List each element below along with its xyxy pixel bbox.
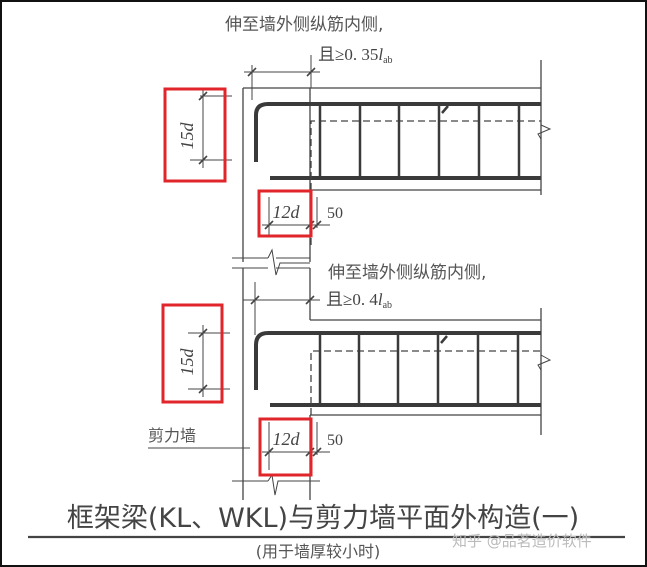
lower-detail — [148, 268, 552, 500]
lower-note-line1: 伸至墙外侧纵筋内侧, — [328, 263, 486, 283]
highlight-12d-upper — [257, 189, 313, 238]
upper-cover-dim-50: 50 — [327, 205, 343, 222]
drawing-title: 框架梁(KL、WKL)与剪力墙平面外构造(一) — [67, 503, 579, 534]
drawing-subtitle: (用于墙厚较小时) — [256, 542, 381, 561]
highlight-12d-lower — [258, 417, 313, 477]
lower-note-line2: 且≥0. 4lab — [326, 290, 392, 311]
highlight-15d-lower — [161, 303, 224, 404]
lower-hook-dim-15d: 15d — [177, 348, 197, 376]
lower-wall-dim-12d: 12d — [273, 429, 301, 449]
shear-wall-label: 剪力墙 — [148, 426, 196, 445]
upper-hook-dim-15d: 15d — [177, 122, 197, 150]
upper-detail — [190, 55, 552, 262]
highlight-boxes — [161, 87, 313, 477]
break-symbol — [232, 248, 310, 276]
upper-wall-dim-12d: 12d — [273, 202, 301, 222]
highlight-15d-upper — [163, 87, 227, 183]
upper-note-line2: 且≥0. 35lab — [318, 45, 393, 66]
upper-note-line1: 伸至墙外侧纵筋内侧, — [225, 15, 383, 35]
lower-cover-dim-50: 50 — [327, 432, 343, 449]
watermark: 知乎 @品茗造价软件 — [452, 532, 592, 550]
